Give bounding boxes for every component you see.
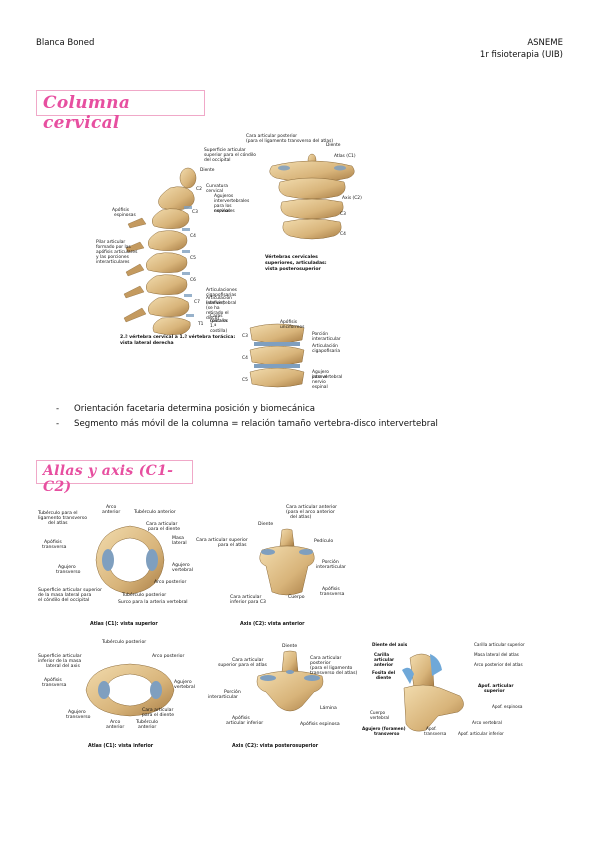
lbl-aa-3: Diente (258, 522, 274, 527)
lbl-al-14: Agujero (foramen) (362, 726, 406, 731)
lbl-al-11: Apof. espinosa (492, 704, 523, 709)
label-agujero-interv: Agujero intervertebral (312, 370, 343, 380)
lbl-aa-12: Apófisis (322, 587, 340, 592)
lbl-aa-8: interarticular (316, 565, 346, 570)
axis-lateral-figure (402, 653, 464, 732)
lbl-as-14: Agujero (172, 563, 190, 568)
lbl-al-3: anterior (374, 662, 394, 667)
lbl-al-1: Carilla (374, 652, 390, 657)
lbl-ai-14: anterior (138, 725, 157, 730)
lbl-as-19: el cóndilo del occipital (38, 598, 90, 603)
section-title-box: Columna cervical (36, 90, 205, 133)
lbl-as-9: lateral (172, 541, 187, 546)
lbl-as-2: del atlas (48, 521, 68, 526)
author-name: Blanca Boned (36, 38, 95, 48)
caption-posterior-1: Vértebras cervicales (265, 255, 318, 260)
bullet-item: -Orientación facetaria determina posició… (56, 404, 315, 414)
lbl-al-7: Masa lateral del atlas (474, 652, 519, 657)
lbl-al-12: Cuerpo (370, 710, 386, 715)
lbl-as-4: anterior (102, 510, 121, 515)
organization: ASNEME (527, 38, 563, 48)
bullet-item: -Segmento más móvil de la columna = rela… (56, 419, 438, 429)
lbl-al-6: Carilla articular superior (474, 642, 525, 647)
lbl-al-4: Fosita del (372, 670, 396, 675)
caption-axis-post: Axis (C2): vista posterosuperior (232, 744, 319, 749)
lbl-ai-13: Tubérculo (136, 720, 159, 725)
lbl-al-10: superior (484, 689, 505, 694)
label-porcion: Porción interarticular (312, 332, 341, 342)
lbl-al-9: Apof. articular (478, 684, 514, 689)
lbl-as-0: Tubérculo para el (38, 511, 78, 516)
lbl-aa-13: transversa (320, 592, 345, 597)
axis-posterior-figure (256, 650, 324, 712)
caption-lateral-2: vista lateral derecha (120, 341, 174, 346)
lbl-ap-0: Diente (282, 644, 298, 649)
bullet-text: Segmento más móvil de la columna = relac… (74, 419, 438, 429)
lbl-as-10: Apófisis (44, 540, 62, 545)
atlas-superior-figure (95, 525, 165, 595)
lbl-ai-5: Apófisis (44, 678, 62, 683)
lbl-ai-12: anterior (106, 725, 125, 730)
lbl-ai-1: Superficie articular (38, 654, 82, 659)
lbl-ai-0: Tubérculo posterior (102, 640, 147, 645)
lbl-ai-2: inferior de la masa (38, 659, 82, 664)
lbl-ai-6: transversa (42, 683, 67, 688)
label-nervio: para el nervio espinal (312, 375, 328, 390)
lbl-ap-9: Apófisis (232, 716, 250, 721)
section-title-atlas-axis: Allas y axis (C1-C2) (43, 463, 174, 495)
lbl-as-11: transversa (42, 545, 67, 550)
caption-lateral-1: 2.ª vértebra cervical a 1.ª vértebra tor… (120, 335, 236, 340)
caption-posterior-2: superiores, articuladas: (265, 261, 327, 266)
caption-atlas-sup: Atlas (C1): vista superior (90, 622, 158, 627)
lbl-as-21: Surco para la arteria vertebral (118, 600, 188, 605)
lbl-as-1: ligamento transverso (38, 516, 88, 521)
lbl-al-15: transverso (374, 731, 400, 736)
lbl-aa-5: para el atlas (218, 543, 247, 548)
lbl-al-2: articular (374, 657, 395, 662)
label-articulacion: Articulación (312, 344, 338, 349)
lbl-aa-4: Cara articular superior (196, 538, 248, 543)
caption-atlas-inf: Atlas (C1): vista inferior (88, 744, 154, 749)
lbl-aa-0: Cara articular anterior (286, 505, 338, 510)
lbl-al-19: Arco vertebral (472, 720, 502, 725)
lbl-as-15: vertebral (172, 568, 193, 573)
label-cigapofisaria: cigapofisaria (312, 349, 341, 354)
bullet-text: Orientación facetaria determina posición… (74, 404, 315, 414)
lbl-al-5: diente (376, 675, 392, 680)
course-name: 1r fisioterapia (UIB) (479, 50, 563, 60)
cervical-small-figure (249, 323, 305, 388)
lbl-aa-1: (para el arco anterior (286, 510, 335, 515)
label-sup-art: Superficie articular (204, 148, 246, 153)
cervical-posterior-figure (269, 153, 355, 240)
axis-anterior-figure (259, 528, 315, 596)
lbl-al-13: vertebral (370, 715, 390, 720)
lbl-as-13: transverso (56, 570, 81, 575)
lbl-ap-7: Porción (224, 690, 241, 695)
lbl-as-8: Masa (172, 536, 184, 541)
lbl-as-18: de la masa lateral para (38, 593, 92, 598)
lbl-aa-2: del atlas) (290, 515, 312, 520)
lbl-aa-7: Porción (322, 560, 339, 565)
caption-axis-ant: Axis (C2): vista anterior (240, 622, 305, 627)
lbl-as-5: Tubérculo anterior (134, 510, 176, 515)
lbl-ai-4: Arco posterior (152, 654, 185, 659)
lbl-al-0: Diente del axis (372, 642, 408, 647)
label-sup-art-2: superior para el cóndilo (204, 153, 256, 158)
atlas-inferior-figure (85, 663, 175, 717)
section-title-box-2: Allas y axis (C1-C2) (36, 460, 193, 495)
lbl-ai-11: Arco (110, 720, 121, 725)
label-cara-post: Cara articular posterior (246, 134, 298, 139)
lbl-ap-8: interarticular (208, 695, 238, 700)
cervical-lateral-figure (123, 167, 197, 335)
lbl-as-3: Arco (106, 505, 117, 510)
caption-posterior-3: vista posterosuperior (265, 267, 321, 272)
lbl-as-12: Agujero (58, 565, 76, 570)
lbl-ai-3: lateral del axis (46, 664, 80, 669)
section-title-cervical: Columna cervical (43, 93, 131, 133)
lbl-al-8: Arco posterior del atlas (474, 662, 523, 667)
